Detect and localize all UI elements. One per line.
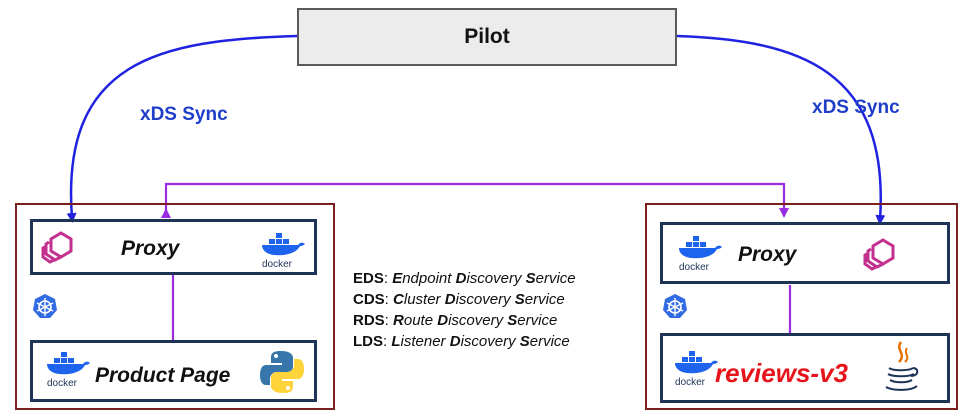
- docker-label: docker: [679, 262, 710, 273]
- kubernetes-icon: [663, 294, 687, 318]
- docker-icon: docker: [43, 351, 91, 391]
- docker-label: docker: [262, 259, 293, 270]
- right-proxy-label: Proxy: [738, 243, 797, 266]
- legend-rds: RDS: Route Discovery Service: [353, 312, 558, 329]
- docker-label: docker: [675, 377, 706, 388]
- legend-lds: LDS: Listener Discovery Service: [353, 333, 570, 350]
- left-proxy-label: Proxy: [121, 237, 180, 260]
- docker-label: docker: [47, 378, 78, 389]
- pilot-box: Pilot: [297, 8, 677, 66]
- proxy-mesh-link: [161, 182, 789, 218]
- envoy-icon: [41, 231, 73, 264]
- docker-icon: docker: [675, 235, 723, 275]
- java-icon: [885, 341, 919, 391]
- pilot-label: Pilot: [464, 25, 510, 48]
- xds-legend: EDS: Endpoint Discovery Service CDS: Clu…: [353, 268, 576, 352]
- docker-icon: docker: [671, 350, 719, 390]
- kubernetes-icon: [33, 294, 57, 318]
- left-app-box: docker Product Page: [30, 340, 317, 402]
- xds-sync-right-arrow: [676, 34, 886, 225]
- envoy-icon: [863, 238, 895, 271]
- product-page-label: Product Page: [95, 364, 231, 387]
- xds-sync-left-arrow: [66, 34, 298, 223]
- left-pod: [15, 203, 335, 410]
- left-proxy-box: Proxy docker: [30, 219, 317, 275]
- docker-icon: docker: [258, 232, 306, 270]
- python-icon: [260, 351, 304, 393]
- right-app-box: docker reviews-v3: [660, 333, 950, 403]
- right-proxy-box: docker Proxy: [660, 222, 950, 284]
- legend-cds: CDS: Cluster Discovery Service: [353, 291, 565, 308]
- xds-sync-right-label: xDS Sync: [812, 97, 900, 118]
- legend-eds: EDS: Endpoint Discovery Service: [353, 270, 576, 287]
- reviews-v3-label: reviews-v3: [715, 358, 848, 388]
- xds-sync-left-label: xDS Sync: [140, 104, 228, 125]
- right-pod: [645, 203, 958, 410]
